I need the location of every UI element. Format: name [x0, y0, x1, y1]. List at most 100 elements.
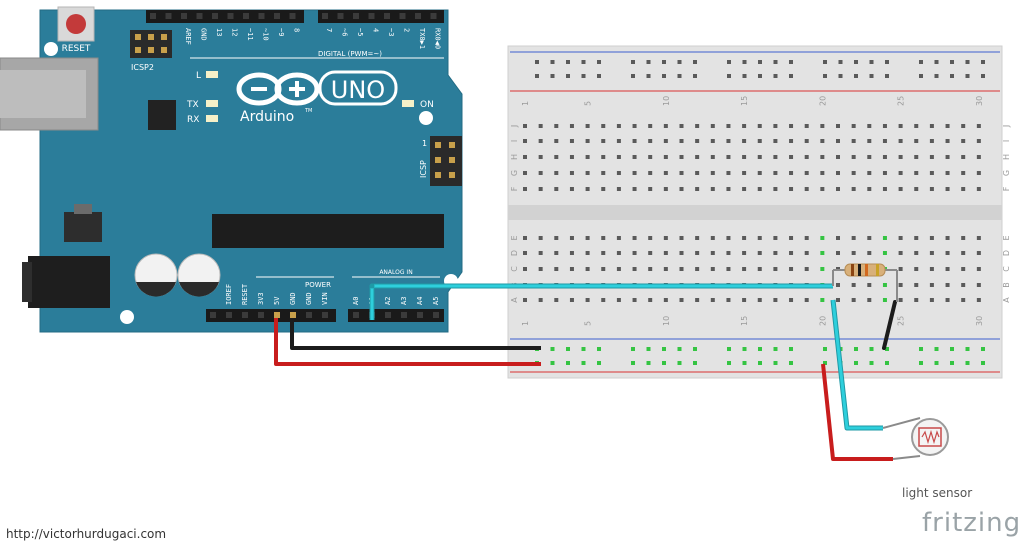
- breadboard-hole: [601, 155, 606, 159]
- breadboard-hole: [882, 171, 887, 175]
- breadboard-hole: [601, 187, 606, 191]
- digital-pin-label: 12: [231, 28, 239, 36]
- breadboard-hole: [585, 251, 590, 255]
- breadboard-hole: [882, 298, 887, 302]
- breadboard-hole: [914, 251, 919, 255]
- breadboard-hole: [585, 267, 590, 271]
- breadboard-hole: [789, 187, 794, 191]
- breadboard-hole: [742, 298, 747, 302]
- breadboard-hole: [851, 171, 856, 175]
- breadboard-hole: [679, 155, 684, 159]
- breadboard-hole: [882, 251, 887, 255]
- breadboard-hole: [976, 139, 981, 143]
- breadboard-hole: [945, 236, 950, 240]
- rail-hole: [662, 361, 666, 365]
- rail-hole: [597, 361, 601, 365]
- breadboard-hole: [820, 139, 825, 143]
- breadboard-hole: [945, 267, 950, 271]
- photoresistor-trace: [921, 429, 940, 445]
- analog-header: [348, 309, 444, 322]
- breadboard-hole: [914, 124, 919, 128]
- breadboard-hole: [836, 298, 840, 302]
- led-tx-label: TX: [186, 100, 199, 110]
- breadboard-hole: [867, 139, 872, 143]
- breadboard-hole: [632, 236, 637, 240]
- breadboard-hole: [726, 171, 731, 175]
- breadboard-hole: [695, 236, 700, 240]
- breadboard-hole: [554, 139, 559, 143]
- mounting-hole: [44, 42, 58, 56]
- ground-wire-resistor: [882, 300, 897, 350]
- breadboard-hole: [663, 298, 668, 302]
- rail-hole: [727, 60, 731, 64]
- column-number: 15: [740, 316, 749, 326]
- rail-hole: [677, 361, 682, 365]
- rail-hole: [597, 74, 601, 78]
- breadboard-hole: [929, 187, 934, 191]
- breadboard-hole: [820, 124, 825, 128]
- resistor-band: [876, 264, 879, 276]
- breadboard-hole: [976, 124, 981, 128]
- rail-hole: [885, 60, 889, 64]
- digital-pin-label: 7: [325, 28, 333, 32]
- breadboard-hole: [523, 124, 527, 128]
- digital-pin-label: TX0▶1: [418, 28, 426, 49]
- breadboard-hole: [695, 139, 700, 143]
- rail-hole: [789, 60, 793, 64]
- breadboard-hole: [914, 283, 919, 287]
- breadboard-hole: [632, 267, 637, 271]
- breadboard-hole: [773, 155, 778, 159]
- breadboard-hole: [554, 187, 559, 191]
- rail-hole: [742, 60, 747, 64]
- rail-hole: [693, 361, 697, 365]
- breadboard-hole: [726, 251, 731, 255]
- rail-hole: [677, 60, 682, 64]
- breadboard-hole: [569, 236, 574, 240]
- rail-hole: [789, 361, 793, 365]
- breadboard-hole: [679, 171, 684, 175]
- rail-hole: [758, 361, 762, 365]
- breadboard-hole: [663, 251, 668, 255]
- breadboard-hole: [632, 139, 637, 143]
- row-letter: H: [510, 154, 519, 160]
- breadboard-hole: [820, 155, 825, 159]
- breadboard-hole: [804, 251, 809, 255]
- breadboard-hole: [961, 187, 966, 191]
- rail-hole: [758, 347, 762, 351]
- breadboard-hole: [523, 187, 527, 191]
- column-number: 1: [521, 321, 530, 326]
- power-wire-sensor: [821, 363, 893, 461]
- breadboard-hole: [663, 155, 668, 159]
- breadboard-hole: [726, 267, 731, 271]
- breadboard-hole: [632, 298, 637, 302]
- column-number: 15: [740, 96, 749, 106]
- breadboard-hole: [789, 155, 794, 159]
- breadboard-hole: [961, 298, 966, 302]
- rail-hole: [631, 347, 635, 351]
- rail-hole: [854, 74, 858, 78]
- breadboard-hole: [929, 298, 934, 302]
- breadboard-hole: [820, 187, 825, 191]
- rail-hole: [646, 74, 651, 78]
- breadboard-hole: [961, 139, 966, 143]
- breadboard-hole: [757, 236, 762, 240]
- rail-hole: [823, 60, 827, 64]
- digital-pin-label: ~5: [356, 28, 364, 36]
- breadboard-hole: [616, 155, 621, 159]
- header-pin-hole: [212, 13, 218, 19]
- breadboard-hole: [523, 171, 527, 175]
- header-pin-hole: [433, 312, 439, 318]
- rail-hole: [823, 74, 827, 78]
- breadboard-hole: [616, 236, 621, 240]
- led-tx: [206, 100, 218, 107]
- column-number: 5: [584, 321, 593, 326]
- breadboard-hole: [757, 139, 762, 143]
- breadboard-hole: [976, 187, 981, 191]
- dc-power-jack: [28, 256, 110, 308]
- breadboard-hole: [851, 298, 856, 302]
- breadboard-hole: [882, 124, 887, 128]
- breadboard-hole: [804, 171, 809, 175]
- rail-hole: [535, 74, 539, 78]
- breadboard-hole: [804, 187, 809, 191]
- wires: [274, 283, 897, 461]
